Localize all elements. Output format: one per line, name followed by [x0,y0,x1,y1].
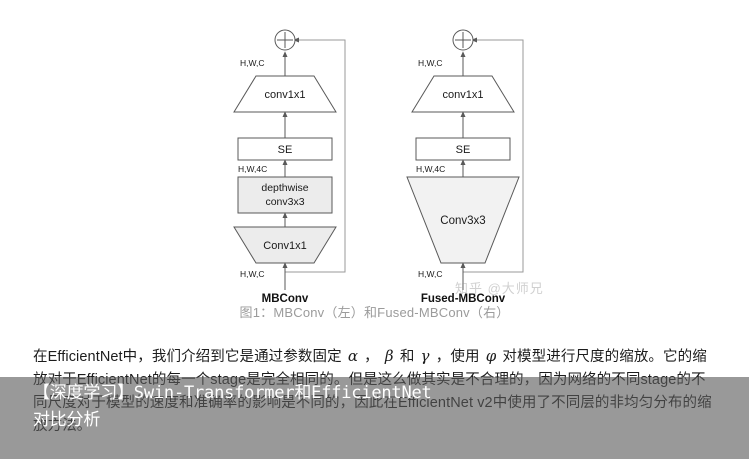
fused-mbconv-block: H,W,C conv1x1 SE H,W,4C Conv3x3 H,W,C Fu… [406,29,524,304]
math-var-phi: φ [485,347,497,365]
mbconv-block: H,W,C conv1x1 SE H,W,4C depthwise conv3x… [233,29,346,304]
conv1x1-bottom-shape-left [233,226,337,264]
skip-connection-right [463,37,524,273]
se-label-left: SE [278,144,293,156]
depthwise-label-line1-left: depthwise [261,182,308,194]
sum-node-right [452,29,474,51]
conv3x3-label-right: Conv3x3 [440,215,485,227]
paragraph-part-3: 和 [395,349,419,365]
paragraph-part-1: 在EfficientNet中，我们介绍到它是通过参数固定 [33,349,346,365]
overlay-title: 【深度学习】Swin-Transformer和EfficientNet 对比分析 [33,383,432,430]
conv3x3-shape-right [406,176,520,264]
conv1x1-top-label-left: conv1x1 [265,89,306,101]
architecture-diagram: H,W,C conv1x1 SE H,W,4C depthwise conv3x… [233,29,524,304]
edge-label-hwc-top-right: H,W,C [418,58,443,68]
depthwise-label-line2-left: conv3x3 [265,196,304,208]
overlay-banner [0,377,749,459]
figure-container: H,W,C conv1x1 SE H,W,4C depthwise conv3x… [233,29,544,320]
edge-label-hwc-top-left: H,W,C [240,58,265,68]
math-var-gamma: γ [420,347,430,365]
conv1x1-top-shape-right [411,75,515,113]
conv1x1-bottom-label-left: Conv1x1 [263,240,306,252]
fused-mbconv-block-name: Fused-MBConv [421,293,506,304]
mbconv-block-name: MBConv [262,293,309,304]
depthwise-box-left [237,176,333,214]
edge-label-hw4c-right: H,W,4C [416,164,445,174]
math-var-alpha: α [347,347,359,365]
se-label-right: SE [456,144,471,156]
math-var-beta: β [384,347,394,365]
conv1x1-top-shape-left [233,75,337,113]
paragraph-part-4: ，使用 [431,349,484,365]
edge-label-hwc-bottom-left: H,W,C [240,269,265,279]
skip-connection-left [285,37,346,273]
edge-label-hw4c-left: H,W,4C [238,164,267,174]
conv1x1-top-label-right: conv1x1 [443,89,484,101]
figure-caption: 图1：MBConv（左）和Fused-MBConv（右） [239,305,510,320]
paragraph-part-2: ， [360,349,383,365]
watermark-text: 知乎 @大师兄 [455,281,544,296]
edge-label-hwc-bottom-right: H,W,C [418,269,443,279]
sum-node-left [274,29,296,51]
